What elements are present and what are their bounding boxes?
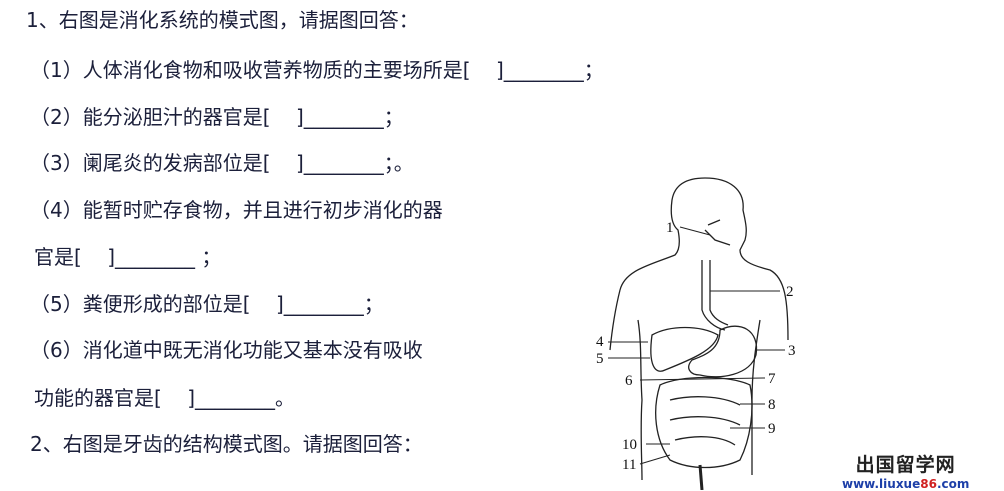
label-6: 6 bbox=[625, 373, 633, 389]
intestines bbox=[655, 376, 753, 469]
question-1-item-4: （4）能暂时贮存食物，并且进行初步消化的器 bbox=[30, 198, 443, 222]
watermark-url-num: 86 bbox=[920, 477, 937, 491]
label-5: 5 bbox=[596, 351, 604, 367]
esophagus bbox=[701, 260, 726, 331]
watermark-url: www.liuxue86.com bbox=[842, 477, 969, 491]
question-1-item-4-cont: 官是[ ]________ ； bbox=[34, 245, 222, 269]
watermark-name: 出国留学网 bbox=[855, 454, 956, 476]
stomach bbox=[688, 325, 758, 378]
liver bbox=[650, 326, 719, 372]
label-2: 2 bbox=[786, 284, 794, 300]
label-10: 10 bbox=[622, 437, 637, 453]
label-9: 9 bbox=[768, 421, 776, 437]
digestive-system-diagram: 1 2 3 4 5 6 7 8 9 10 11 bbox=[596, 177, 796, 490]
question-1-item-6: （6）消化道中既无消化功能又基本没有吸收 bbox=[30, 338, 423, 362]
question-1-title: 1、右图是消化系统的模式图，请据图回答： bbox=[26, 8, 419, 32]
label-8: 8 bbox=[768, 397, 776, 413]
question-1-item-5: （5）粪便形成的部位是[ ]________； bbox=[30, 292, 384, 316]
label-1: 1 bbox=[666, 220, 674, 236]
watermark-url-pre: www.liuxue bbox=[842, 477, 921, 491]
label-11: 11 bbox=[622, 457, 636, 473]
watermark-url-post: .com bbox=[936, 477, 970, 491]
label-7: 7 bbox=[768, 371, 776, 387]
question-1-item-3: （3）阑尾炎的发病部位是[ ]________；。 bbox=[30, 151, 414, 175]
body-outline bbox=[619, 177, 789, 341]
label-4: 4 bbox=[596, 334, 604, 350]
question-1-item-1: （1）人体消化食物和吸收营养物质的主要场所是[ ]________； bbox=[30, 58, 604, 82]
question-1-item-2: （2）能分泌胆汁的器官是[ ]________； bbox=[30, 105, 404, 129]
watermark-logo: 出国留学网 www.liuxue86.com bbox=[842, 450, 969, 491]
label-3: 3 bbox=[788, 343, 796, 359]
question-2-title: 2、右图是牙齿的结构模式图。请据图回答： bbox=[30, 432, 423, 456]
question-1-item-6-cont: 功能的器官是[ ]________。 bbox=[34, 386, 296, 410]
